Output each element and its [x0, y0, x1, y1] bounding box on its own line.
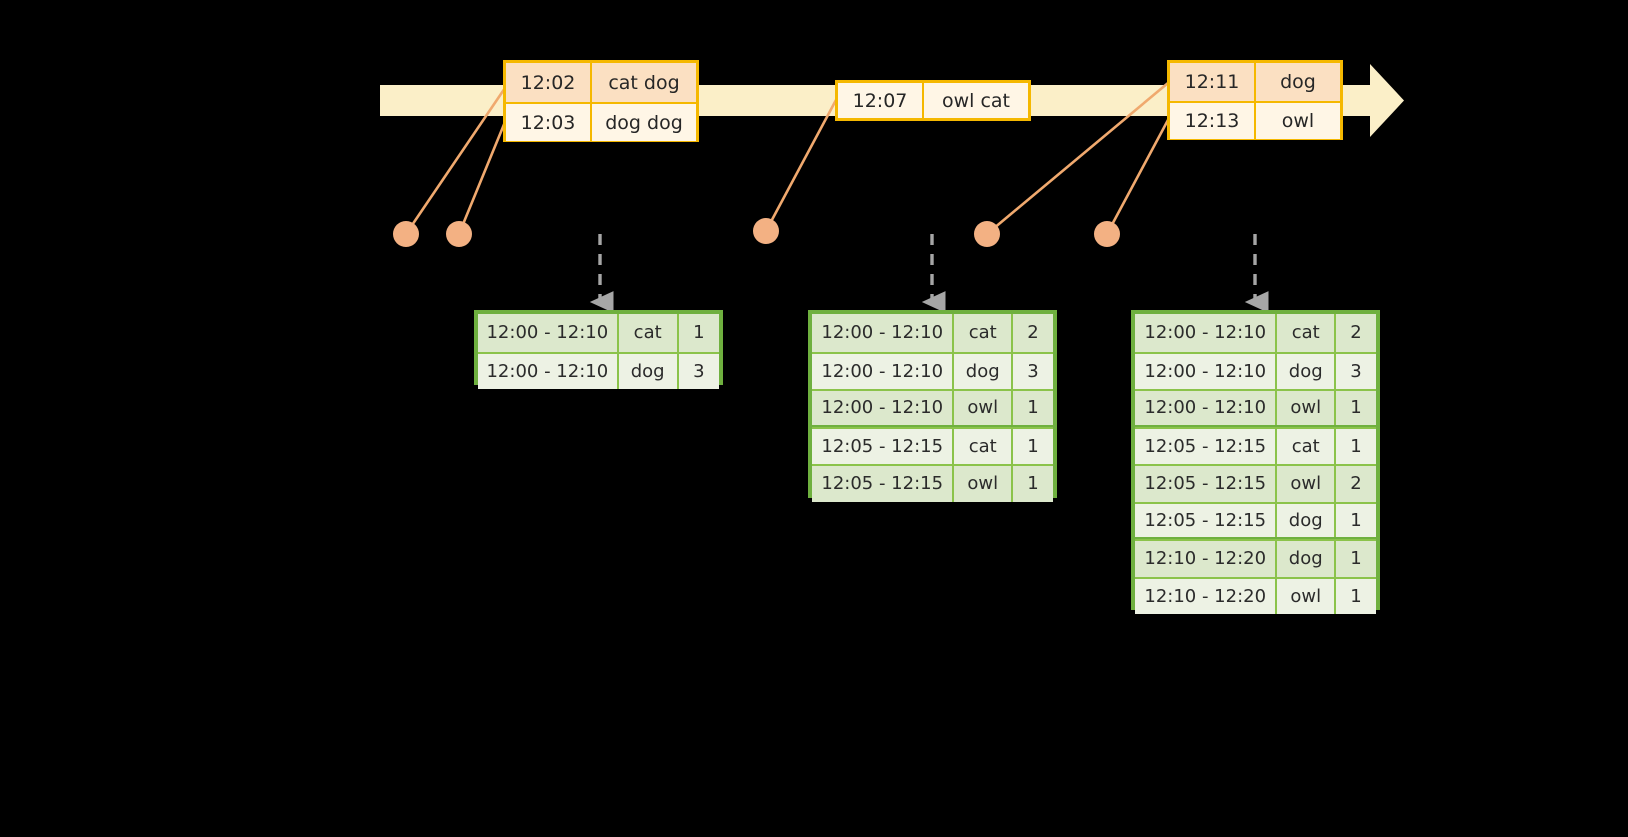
cell-word: owl	[954, 391, 1013, 425]
event-words: owl cat	[924, 83, 1028, 118]
table-row: 12:05 - 12:15 dog 1	[1135, 501, 1376, 539]
table-row: 12:00 - 12:10 cat 2	[1135, 314, 1376, 352]
cell-count: 1	[678, 314, 719, 352]
event-dot-1213	[1094, 221, 1120, 247]
cell-word: cat	[618, 314, 679, 352]
cell-word: cat	[1277, 314, 1336, 352]
connector-line-1203	[457, 120, 507, 236]
cell-word: dog	[954, 353, 1013, 389]
table-row: 12:00 - 12:10 cat 1	[478, 314, 719, 352]
cell-word: dog	[1277, 541, 1336, 577]
cell-count: 1	[1336, 503, 1376, 537]
cell-count: 1	[1336, 391, 1376, 425]
event-time: 12:02	[506, 63, 592, 102]
cell-count: 1	[1013, 391, 1053, 425]
cell-word: owl	[1277, 391, 1336, 425]
connector-line-1202	[404, 86, 507, 236]
cell-count: 3	[1336, 353, 1376, 389]
event-box-1202-1203[interactable]: 12:02 cat dog 12:03 dog dog	[503, 60, 699, 142]
table-row: 12:05 - 12:15 cat 1	[812, 426, 1053, 464]
connector-line-1207	[764, 98, 838, 233]
cell-count: 1	[1336, 578, 1376, 614]
table-row: 12:00 - 12:10 dog 3	[812, 351, 1053, 389]
table-row: 12:10 - 12:20 dog 1	[1135, 539, 1376, 577]
cell-window: 12:00 - 12:10	[812, 353, 955, 389]
cell-count: 1	[1336, 541, 1376, 577]
cell-count: 2	[1336, 466, 1376, 502]
cell-count: 2	[1336, 314, 1376, 352]
cell-word: cat	[954, 428, 1013, 464]
event-dot-1202	[393, 221, 419, 247]
event-words: dog	[1256, 63, 1340, 101]
cell-word: dog	[1277, 503, 1336, 537]
cell-word: cat	[1277, 428, 1336, 464]
result-arrows	[589, 234, 1269, 313]
cell-word: owl	[1277, 578, 1336, 614]
event-dot-1203	[446, 221, 472, 247]
table-row: 12:10 - 12:20 owl 1	[1135, 576, 1376, 614]
table-row: 12:05 - 12:15 owl 2	[1135, 464, 1376, 502]
cell-window: 12:00 - 12:10	[1135, 391, 1278, 425]
cell-word: dog	[1277, 353, 1336, 389]
result-table-3[interactable]: 12:00 - 12:10 cat 2 12:00 - 12:10 dog 3 …	[1131, 310, 1380, 614]
result-table-1[interactable]: 12:00 - 12:10 cat 1 12:00 - 12:10 dog 3	[474, 310, 723, 389]
event-time: 12:03	[506, 104, 592, 141]
table-row: 12:00 - 12:10 owl 1	[1135, 389, 1376, 427]
event-box-1211-1213[interactable]: 12:11 dog 12:13 owl	[1167, 60, 1343, 140]
cell-word: owl	[1277, 466, 1336, 502]
cell-window: 12:10 - 12:20	[1135, 541, 1278, 577]
cell-count: 1	[1336, 428, 1376, 464]
event-time: 12:07	[838, 83, 924, 118]
cell-window: 12:05 - 12:15	[1135, 466, 1278, 502]
connector-line-1213	[1105, 118, 1170, 236]
table-row: 12:05 - 12:15 cat 1	[1135, 426, 1376, 464]
table-row: 12:00 - 12:10 dog 3	[1135, 351, 1376, 389]
table-row: 12:00 - 12:10 dog 3	[478, 351, 719, 389]
cell-window: 12:00 - 12:10	[478, 314, 619, 352]
cell-window: 12:00 - 12:10	[478, 353, 619, 389]
event-time: 12:13	[1170, 103, 1256, 139]
event-dots	[393, 218, 1120, 247]
event-dot-1207	[753, 218, 779, 244]
event-row: 12:07 owl cat	[838, 83, 1028, 118]
cell-window: 12:00 - 12:10	[1135, 353, 1278, 389]
cell-count: 3	[1013, 353, 1053, 389]
event-words: owl	[1256, 103, 1340, 139]
event-time: 12:11	[1170, 63, 1256, 101]
event-box-1207[interactable]: 12:07 owl cat	[835, 80, 1031, 121]
table-row: 12:05 - 12:15 owl 1	[812, 464, 1053, 502]
cell-word: owl	[954, 466, 1013, 502]
cell-window: 12:10 - 12:20	[1135, 578, 1278, 614]
event-words: dog dog	[592, 104, 696, 141]
event-row: 12:02 cat dog	[506, 63, 696, 102]
cell-window: 12:00 - 12:10	[812, 314, 955, 352]
cell-count: 1	[1013, 428, 1053, 464]
cell-count: 2	[1013, 314, 1053, 352]
event-row: 12:11 dog	[1170, 63, 1340, 101]
cell-count: 3	[678, 353, 719, 389]
event-row: 12:13 owl	[1170, 101, 1340, 139]
event-dot-1211	[974, 221, 1000, 247]
table-row: 12:00 - 12:10 cat 2	[812, 314, 1053, 352]
cell-window: 12:05 - 12:15	[812, 428, 955, 464]
cell-window: 12:00 - 12:10	[1135, 314, 1278, 352]
event-words: cat dog	[592, 63, 696, 102]
cell-count: 1	[1013, 466, 1053, 502]
cell-window: 12:05 - 12:15	[812, 466, 955, 502]
cell-window: 12:05 - 12:15	[1135, 428, 1278, 464]
result-table-2[interactable]: 12:00 - 12:10 cat 2 12:00 - 12:10 dog 3 …	[808, 310, 1057, 502]
cell-window: 12:00 - 12:10	[812, 391, 955, 425]
table-row: 12:00 - 12:10 owl 1	[812, 389, 1053, 427]
cell-word: cat	[954, 314, 1013, 352]
cell-window: 12:05 - 12:15	[1135, 503, 1278, 537]
cell-word: dog	[618, 353, 679, 389]
event-row: 12:03 dog dog	[506, 102, 696, 141]
